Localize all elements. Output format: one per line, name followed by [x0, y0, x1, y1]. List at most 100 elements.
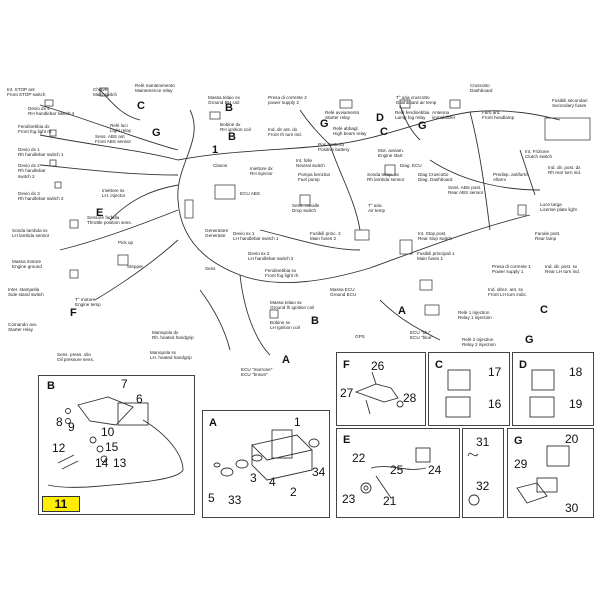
label-dashboard-air-temp: T° aria cruscotto Dashboard air temp — [396, 95, 437, 106]
panel-e-drawing — [360, 447, 431, 499]
label-lh-switch-2: Devio sx 2 LH handlebar switch 2 — [248, 251, 294, 262]
part-32: 32 — [476, 479, 490, 493]
label-relay-1-injection: Relè 1 injection Relay 1 injection — [458, 310, 492, 321]
label-maintenance-relay: Relè mantenimento Maintenence relay — [135, 83, 175, 94]
label-ecu-blue: ECU "blu" ECU "blue" — [410, 330, 433, 341]
label-rh-ignition-coil: Bobine dx RH ignition coil — [220, 122, 251, 133]
panel-a — [202, 410, 330, 518]
label-light-relay: Relè luci Light relay — [110, 123, 132, 134]
label-power-supply-2: Presa di corrente 2 power supply 2 — [268, 95, 307, 106]
label-front-rh-turn: Ind. dir ant. dx Front rh turn ind. — [268, 127, 302, 138]
part-34: 34 — [312, 465, 326, 479]
panel-a-drawing — [213, 429, 320, 481]
callout-g-1: G — [152, 127, 161, 139]
label-ecu-brown: ECU "marrone" ECU "brown" — [241, 367, 273, 378]
part-20: 20 — [565, 432, 579, 446]
label-main-switch: Chiave Main switch — [93, 87, 117, 98]
panel-e — [336, 428, 460, 518]
part-14: 14 — [95, 456, 109, 470]
connectors — [44, 87, 591, 319]
part-19: 19 — [569, 397, 583, 411]
callout-g-3: G — [418, 120, 427, 132]
label-generator: Generatore Generator — [205, 228, 229, 239]
part-29: 29 — [514, 457, 528, 471]
label-throttle-position: Sensore farfalla Throttle position sens. — [87, 215, 132, 226]
panel-c — [428, 352, 510, 426]
part-22: 22 — [352, 451, 366, 465]
label-ground-lh-coil: Massa telaio sx Ground lh ignition coil — [270, 300, 315, 311]
label-rh-injector: Iniettore dx RH injector — [250, 166, 273, 177]
callout-g-4: G — [525, 334, 534, 346]
part-27: 27 — [340, 386, 354, 400]
label-starter-relay: Relè avviamento Starter relay — [325, 110, 360, 121]
callout-g-2: G — [320, 118, 329, 130]
part-17: 17 — [488, 365, 502, 379]
panel-g — [507, 428, 594, 518]
highlighted-part-11: 11 — [42, 496, 80, 512]
part-7: 7 — [121, 377, 128, 391]
label-rear-lh-turn: Ind. dir. post. sx Rear LH turn ind. — [545, 264, 580, 275]
label-claxon: Claxon — [213, 163, 228, 168]
label-allarm: Predisp. antifurto Allarm — [493, 172, 528, 183]
label-rear-lamp: Fanale post. Rear lamp — [535, 231, 561, 242]
label-side-stand-switch: Inter. stampella Side stand switch — [8, 287, 44, 298]
panel-e-letter: E — [343, 434, 351, 446]
label-relay-2-injection: Relè 2 injection Relay 2 injection — [462, 337, 496, 348]
panel-f-letter: F — [343, 359, 350, 371]
label-neutral-switch: Int. folle Neutral switch — [296, 158, 325, 169]
panel-d-drawing — [529, 369, 555, 418]
callout-a-2: A — [282, 354, 290, 366]
part-12: 12 — [52, 441, 66, 455]
callout-f: F — [70, 307, 77, 319]
label-dashboard: Cruscotto Dashboard — [470, 83, 493, 94]
callout-c-2: C — [380, 126, 388, 138]
panel-b-letter: B — [47, 380, 55, 392]
part-21: 21 — [383, 494, 397, 508]
label-rh-switch-1: Devio dx 1 Rh handlebar switch 1 — [18, 147, 64, 158]
label-license-plate-light: Luce targa License plate light — [540, 202, 577, 213]
callout-b-3: B — [311, 315, 319, 327]
label-lh-ignition-coil: Bobine sx LH ignition coil — [270, 320, 300, 331]
part-10: 10 — [101, 425, 115, 439]
part-5: 5 — [208, 491, 215, 505]
label-main-fuses-2: Fusibili princ. 2 Main fuses 2 — [310, 231, 341, 242]
panel-h — [462, 428, 504, 518]
label-front-abs-sensor: Sens. ABS ant Front ABS sensor — [95, 134, 132, 145]
part-25: 25 — [390, 463, 404, 477]
part-3: 3 — [250, 471, 257, 485]
label-rear-abs-sensor: Sens. ABS post. Rear ABS sensor — [448, 185, 484, 196]
label-clutch-switch: Int. Frizione Clutch switch — [525, 149, 553, 160]
panel-d — [512, 352, 594, 426]
part-18: 18 — [569, 365, 583, 379]
callout-b: B — [225, 102, 233, 114]
label-rh-lambda-sensor: Sonda temp. sx Rh lambda sensor — [367, 172, 405, 183]
label-secondary-fuses: Fusibili secondari Secondary fuses — [552, 98, 588, 109]
label-front-fog-rh: Fendinebbia dx Front fog light rh — [18, 124, 52, 135]
label-power-supply-1: Presa di corrente 1 Power supply 1 — [492, 264, 531, 275]
label-rh-heated-grip: Manopola dx Rh. heated handgrip — [152, 330, 194, 341]
label-sens: Sens — [205, 266, 216, 271]
panel-f-drawing — [354, 371, 404, 415]
label-ecu-abs: ECU ABS — [240, 191, 260, 196]
label-lh-heated-grip: Manopola sx LH. heated handgrip — [150, 350, 192, 361]
part-33: 33 — [228, 493, 242, 507]
panel-h-drawing — [467, 452, 480, 506]
callout-e: E — [96, 207, 104, 219]
panel-d-letter: D — [519, 359, 527, 371]
label-front-fog-lh: Fendinebbia sx Front fog light rh — [265, 268, 299, 279]
part-15: 15 — [105, 440, 119, 454]
callout-a: A — [398, 305, 406, 317]
label-rh-switch-4: Devio dx 4 RH handlebar switch 4 — [28, 106, 75, 117]
part-2: 2 — [290, 485, 297, 499]
label-gps: GPS — [355, 334, 365, 339]
label-engine-temp: T° motore Engine temp — [75, 297, 101, 308]
panel-c-letter: C — [435, 359, 443, 371]
label-lh-injector: Iniettore sx LH. injector — [102, 188, 126, 199]
label-front-headlamp: Faro ant. Front headlamp — [482, 110, 515, 121]
part-6: 6 — [136, 392, 143, 406]
label-high-beam-relay: Relè abbagl. High beam relay — [333, 126, 367, 137]
main-harness — [39, 89, 561, 356]
label-lh-lambda-sensor: Sonda lambda sx LH lambda sensor — [12, 228, 50, 239]
part-16: 16 — [488, 397, 502, 411]
label-ground-ecu: Massa ECU Ground ECU — [330, 287, 357, 298]
